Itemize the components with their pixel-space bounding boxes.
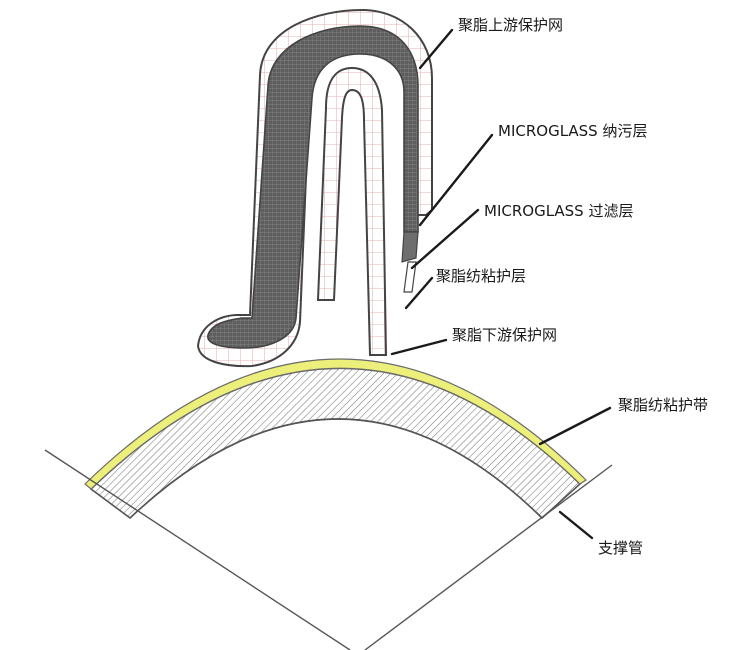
leader-upstream-mesh bbox=[418, 28, 454, 70]
radial-line-right bbox=[364, 464, 613, 650]
support-tube-inner-arc bbox=[129, 418, 543, 519]
leader-spunbond-band bbox=[538, 406, 612, 446]
leader-lines bbox=[390, 28, 612, 540]
label-microglass-dirt-layer: MICROGLASS 纳污层 bbox=[498, 122, 647, 140]
leader-support-tube bbox=[558, 510, 594, 540]
callout-labels: 聚脂上游保护网 MICROGLASS 纳污层 MICROGLASS 过滤层 聚脂… bbox=[436, 16, 708, 557]
spunbond-layer-edge bbox=[403, 261, 417, 293]
label-microglass-filter-layer: MICROGLASS 过滤层 bbox=[484, 202, 633, 220]
filter-pleat bbox=[196, 8, 433, 368]
label-upstream-mesh: 聚脂上游保护网 bbox=[458, 16, 563, 34]
label-spunbond-layer: 聚脂纺粘护层 bbox=[436, 267, 526, 285]
label-support-tube: 支撑管 bbox=[598, 539, 643, 557]
support-tube-shape bbox=[89, 367, 582, 520]
label-spunbond-band: 聚脂纺粘护带 bbox=[618, 396, 708, 414]
label-downstream-mesh: 聚脂下游保护网 bbox=[452, 326, 557, 344]
spunbond-band-shape bbox=[84, 358, 587, 490]
leader-microglass-dirt bbox=[418, 133, 494, 227]
microglass-filter-layer-shape bbox=[401, 231, 419, 263]
leader-downstream-mesh bbox=[390, 338, 448, 356]
radial-line-left bbox=[44, 449, 351, 650]
microglass-dirt-layer-shape bbox=[207, 25, 419, 349]
leader-microglass-filter bbox=[410, 208, 480, 270]
support-tube-assembly bbox=[44, 358, 613, 650]
leader-spunbond-layer bbox=[404, 276, 434, 310]
downstream-mesh-shape bbox=[316, 66, 388, 356]
